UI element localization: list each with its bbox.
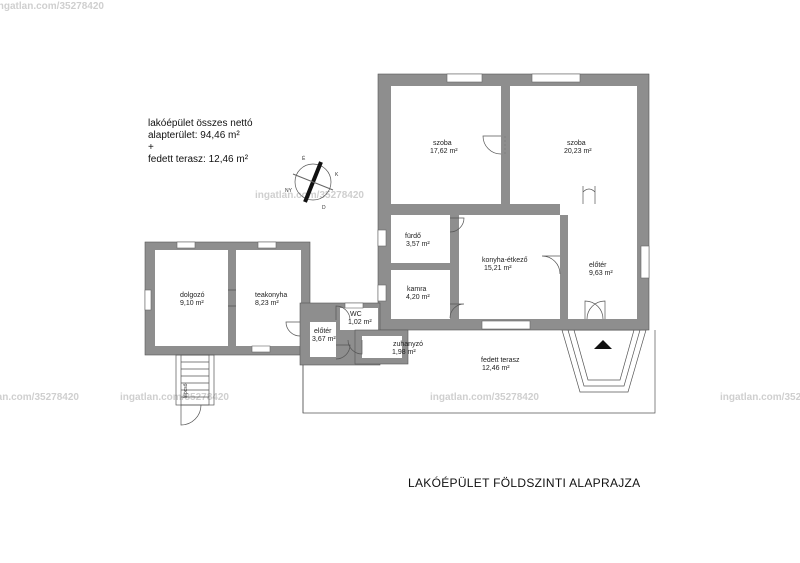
compass-west-label: NY (285, 188, 293, 194)
room-area-terasz: 12,46 m² (482, 365, 510, 372)
stairs: lépcső (175, 354, 215, 426)
room-labels: szoba 17,62 m² szoba 20,23 m² fürdő 3,57… (180, 140, 613, 356)
watermark: ingatlan.com/35278420 (430, 392, 539, 403)
doors (228, 135, 606, 360)
room-name-teakonyha: teakonyha (255, 292, 287, 299)
compass-south-label: D (322, 205, 326, 211)
room-area-dolgozo: 9,10 m² (180, 300, 204, 307)
room-area-konyha: 15,21 m² (484, 265, 512, 272)
summary-line-1: lakóépület összes nettó (148, 118, 253, 129)
compass-east-label: K (335, 172, 339, 178)
watermark: ingatlan.com/35278420 (0, 392, 79, 403)
room-name-zuhanyzo: zuhanyzó (393, 341, 423, 348)
watermark: ingatlan.com/35278420 (120, 392, 229, 403)
watermark: ingatlan.com/35278420 (720, 392, 800, 403)
room-name-eloter-left: előtér (314, 328, 332, 335)
room-name-furdo: fürdő (405, 233, 421, 240)
compass-north-label: É (302, 155, 306, 162)
room-area-wc: 1,02 m² (348, 319, 372, 326)
plan-title: LAKÓÉPÜLET FÖLDSZINTI ALAPRAJZA (408, 476, 641, 490)
watermark: ingatlan.com/35278420 (0, 1, 104, 12)
room-name-terasz: fedett terasz (481, 357, 520, 364)
area-summary: lakóépület összes nettó alapterület: 94,… (148, 118, 253, 166)
room-name-wc: WC (350, 311, 362, 318)
room-name-szoba1: szoba (433, 140, 452, 147)
room-name-konyha: konyha-étkező (482, 257, 528, 264)
main-house (377, 73, 650, 331)
room-name-szoba2: szoba (567, 140, 586, 147)
room-name-eloter-right: előtér (589, 262, 607, 269)
west-wing (144, 241, 409, 366)
room-area-teakonyha: 8,23 m² (255, 300, 279, 307)
compass: É K D NY (285, 155, 339, 211)
room-area-eloter-right: 9,63 m² (589, 270, 613, 277)
room-name-kamra: kamra (407, 286, 427, 293)
entrance-arrow (594, 340, 612, 349)
room-area-szoba1: 17,62 m² (430, 148, 458, 155)
summary-line-2: alapterület: 94,46 m² (148, 130, 240, 141)
room-area-zuhanyzo: 1,98 m² (392, 349, 416, 356)
summary-line-4: fedett terasz: 12,46 m² (148, 154, 249, 165)
stair-label: lépcső (183, 383, 189, 398)
room-area-szoba2: 20,23 m² (564, 148, 592, 155)
room-name-dolgozo: dolgozó (180, 292, 205, 299)
windows (144, 73, 650, 353)
room-area-kamra: 4,20 m² (406, 294, 430, 301)
summary-line-3: + (148, 142, 154, 153)
room-area-furdo: 3,57 m² (406, 241, 430, 248)
room-area-eloter-left: 3,67 m² (312, 336, 336, 343)
